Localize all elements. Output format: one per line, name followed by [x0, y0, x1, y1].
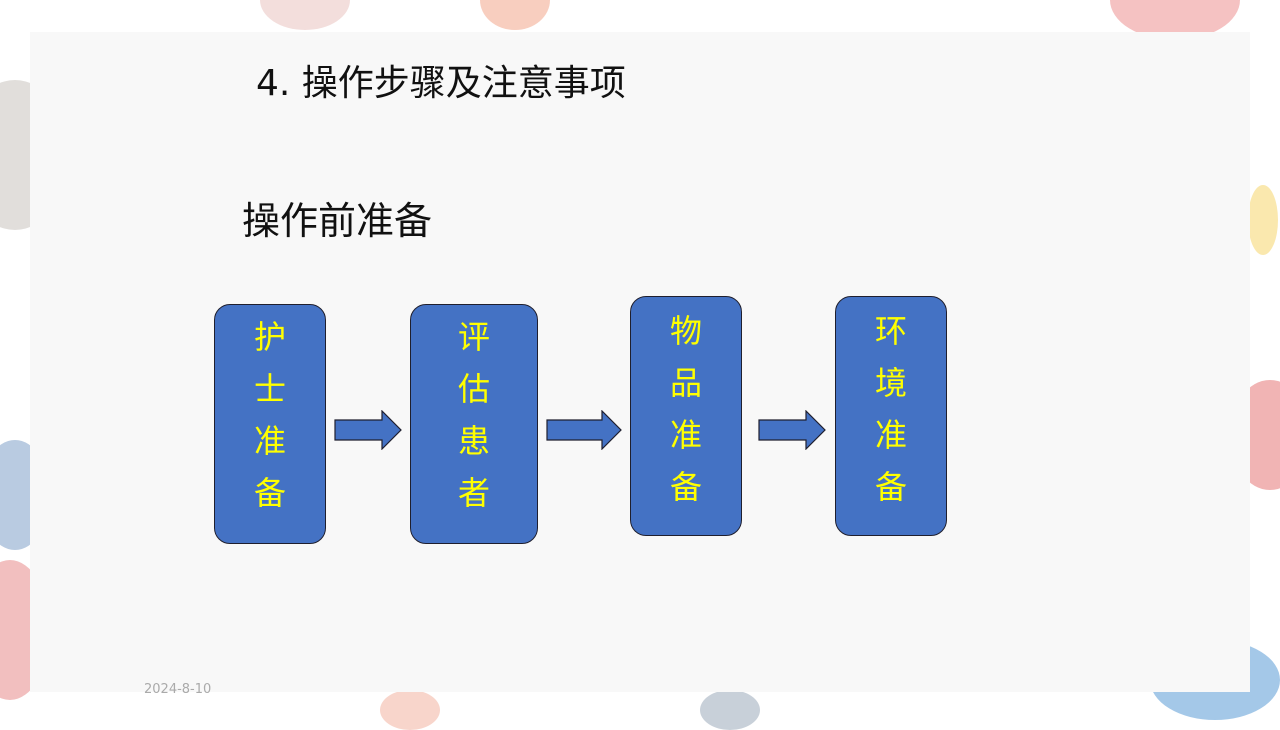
flow-step-char: 士: [253, 370, 286, 408]
flow-step-char: 准: [669, 416, 702, 454]
flow-arrow-icon: [546, 410, 622, 450]
flow-step-box: 环境准备: [835, 296, 947, 536]
slide-date: 2024-8-10: [144, 682, 212, 697]
slide-title: 4. 操作步骤及注意事项: [256, 63, 626, 104]
flow-step-char: 品: [669, 364, 702, 402]
flow-step-char: 准: [874, 416, 907, 454]
decorative-illustration: [1248, 185, 1278, 255]
flow-step-char: 准: [253, 422, 286, 460]
flow-step-box: 评估患者: [410, 304, 538, 544]
flow-step-char: 护: [253, 318, 286, 356]
flow-step-char: 备: [669, 468, 702, 506]
flow-step-char: 评: [457, 318, 490, 356]
flow-arrow-icon: [758, 410, 826, 450]
flow-step-char: 境: [874, 364, 907, 402]
decorative-illustration: [260, 0, 350, 30]
flow-step-char: 物: [669, 312, 702, 350]
flow-step-char: 备: [874, 468, 907, 506]
flow-step-char: 环: [874, 312, 907, 350]
flow-step-char: 备: [253, 474, 286, 512]
decorative-illustration: [700, 690, 760, 730]
flow-step-char: 患: [457, 422, 490, 460]
slide-canvas: 4. 操作步骤及注意事项 操作前准备 2024-8-10 护士准备评估患者物品准…: [30, 32, 1250, 697]
decorative-illustration: [380, 690, 440, 730]
flow-step-box: 护士准备: [214, 304, 326, 544]
flow-arrow-icon: [334, 410, 402, 450]
decorative-illustration: [480, 0, 550, 30]
section-subtitle: 操作前准备: [242, 199, 433, 243]
flow-step-char: 者: [457, 474, 490, 512]
flow-step-box: 物品准备: [630, 296, 742, 536]
flow-step-char: 估: [457, 370, 490, 408]
